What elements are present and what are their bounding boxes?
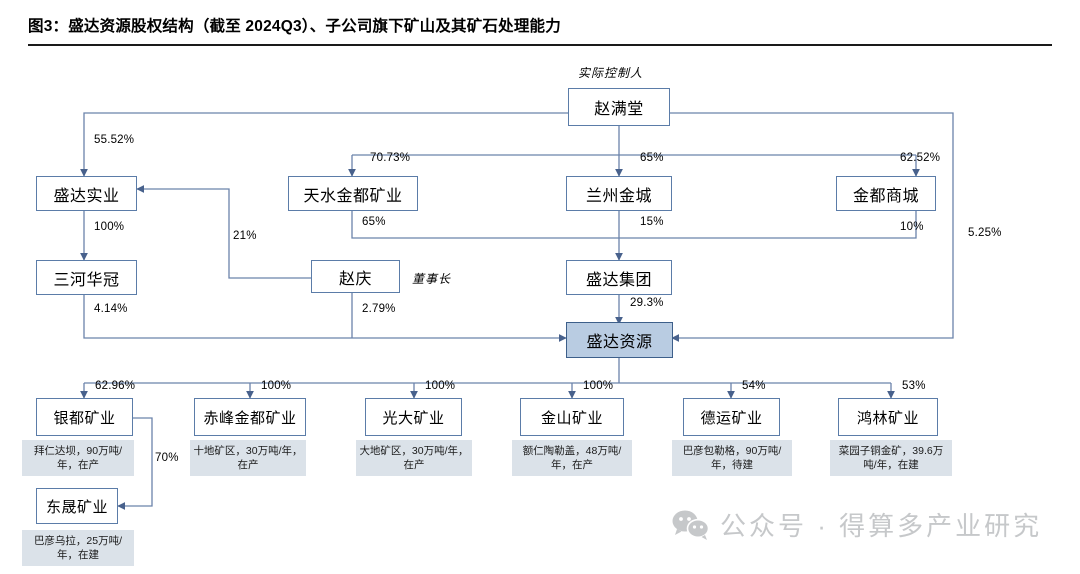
node-deyun-mining[interactable]: 德运矿业 <box>683 398 780 436</box>
pct-zhaoqing-ziyuan: 2.79% <box>362 303 396 315</box>
pct-jituan-ziyuan: 29.3% <box>630 297 664 309</box>
pct-zm-ziyuan: 5.25% <box>968 227 1002 239</box>
caption-dongsheng: 巴彦乌拉，25万吨/年，在建 <box>22 530 134 566</box>
caption-guangda: 大地矿区，30万吨/年，在产 <box>356 440 472 476</box>
pct-ziyuan-honglin: 53% <box>902 380 926 392</box>
actual-controller-label: 实际控制人 <box>578 66 644 80</box>
caption-jinshan: 额仁陶勒盖，48万吨/年，在产 <box>512 440 632 476</box>
node-guangda-mining[interactable]: 光大矿业 <box>365 398 462 436</box>
pct-zm-lanzhou: 65% <box>640 152 664 164</box>
node-shengda-shiye[interactable]: 盛达实业 <box>36 176 137 211</box>
pct-sanhe-ziyuan: 4.14% <box>94 303 128 315</box>
wechat-icon <box>672 509 710 541</box>
caption-chifeng-jindu: 十地矿区，30万吨/年，在产 <box>190 440 306 476</box>
node-tianshui-jindu[interactable]: 天水金都矿业 <box>288 176 418 211</box>
pct-jindushang-jituan: 10% <box>900 221 924 233</box>
caption-honglin: 菜园子铜金矿，39.6万吨/年，在建 <box>830 440 952 476</box>
node-honglin-mining[interactable]: 鸿林矿业 <box>838 398 938 436</box>
pct-ziyuan-yindu: 62.96% <box>95 380 136 392</box>
node-jindu-shangcheng[interactable]: 金都商城 <box>836 176 936 211</box>
pct-yindu-dongsheng: 70% <box>155 452 179 464</box>
pct-ziyuan-guangda: 100% <box>425 380 456 392</box>
node-zhao-mantang[interactable]: 赵满堂 <box>568 88 670 126</box>
caption-deyun: 巴彦包勒格，90万吨/年，待建 <box>672 440 792 476</box>
node-sanhe-huaguan[interactable]: 三河华冠 <box>36 260 137 295</box>
pct-lanzhou-jituan: 15% <box>640 216 664 228</box>
watermark-text: 公众号 · 得算多产业研究 <box>720 511 1043 541</box>
title-divider <box>28 44 1052 46</box>
figure-title: 图3：盛达资源股权结构（截至 2024Q3）、子公司旗下矿山及其矿石处理能力 <box>28 18 561 35</box>
pct-tianshui-jituan: 65% <box>362 216 386 228</box>
pct-ziyuan-jinshan: 100% <box>583 380 614 392</box>
node-yindu-mining[interactable]: 银都矿业 <box>36 398 133 436</box>
pct-zm-tianshui: 70.73% <box>370 152 411 164</box>
node-dongsheng-mining[interactable]: 东晟矿业 <box>36 488 118 524</box>
pct-ziyuan-deyun: 54% <box>742 380 766 392</box>
pct-zm-shiye: 55.52% <box>94 134 135 146</box>
pct-zm-jindushang: 62.52% <box>900 152 941 164</box>
node-lanzhou-jincheng[interactable]: 兰州金城 <box>566 176 672 211</box>
node-chifeng-jindu-mining[interactable]: 赤峰金都矿业 <box>194 398 306 436</box>
pct-zhaoqing-shiye: 21% <box>233 230 257 242</box>
node-jinshan-mining[interactable]: 金山矿业 <box>520 398 624 436</box>
pct-shiye-sanhe: 100% <box>94 221 125 233</box>
pct-ziyuan-chifeng: 100% <box>261 380 292 392</box>
watermark: 公众号 · 得算多产业研究 <box>672 506 1042 543</box>
node-shengda-ziyuan[interactable]: 盛达资源 <box>566 322 673 358</box>
chairman-label: 董事长 <box>412 272 452 286</box>
node-shengda-jituan[interactable]: 盛达集团 <box>566 260 672 295</box>
node-zhao-qing[interactable]: 赵庆 <box>311 260 400 293</box>
caption-yindu: 拜仁达坝，90万吨/年，在产 <box>22 440 134 476</box>
